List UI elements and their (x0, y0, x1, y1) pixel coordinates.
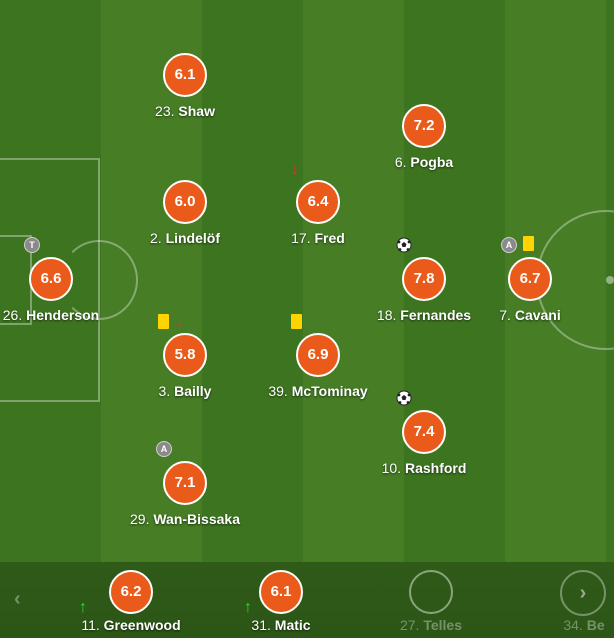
player-bailly[interactable]: 5.8 3. Bailly (115, 333, 255, 399)
bench-player-matic[interactable]: 6.1 31. Matic (211, 570, 351, 633)
sub-in-icon: ↑ (79, 599, 87, 616)
player-number: 18. (376, 307, 397, 323)
player-number: 34. (563, 617, 583, 633)
player-name: 6. Pogba (354, 154, 494, 170)
player-name: 27. Telles (361, 617, 501, 633)
bench-player-greenwood[interactable]: 6.2 11. Greenwood (61, 570, 201, 633)
captain-badge-icon: T (24, 237, 40, 253)
player-name: 39. McTominay (248, 383, 388, 399)
pitch: 6.1 23. Shaw 7.2 6. Pogba 6.0 2. Lindelö… (0, 0, 614, 562)
player-label: Fred (314, 230, 345, 246)
player-number: 39. (268, 383, 288, 399)
player-fred[interactable]: 6.4 17. Fred (248, 180, 388, 246)
player-name: 3. Bailly (115, 383, 255, 399)
player-number: 29. (130, 511, 150, 527)
rating-badge: 6.1 (163, 53, 207, 97)
prev-arrow-icon[interactable]: ‹ (14, 588, 21, 610)
yellow-card-icon (158, 314, 169, 329)
rating-placeholder (409, 570, 453, 614)
player-number: 26. (2, 307, 23, 323)
rating-badge: 6.4 (296, 180, 340, 224)
player-number: 31. (251, 617, 271, 633)
rating-badge: 6.6 (29, 257, 73, 301)
player-number: 10. (381, 460, 402, 476)
assist-badge-icon: A (501, 237, 517, 253)
substitutes-bench: ‹ ↑ 6.2 11. Greenwood ↑ 6.1 31. Matic 27… (0, 562, 614, 638)
player-name: 18. Fernandes (354, 307, 494, 323)
player-label: Be (586, 617, 605, 633)
assist-badge-icon: A (156, 441, 172, 457)
player-label: Pogba (410, 154, 454, 170)
player-label: Matic (274, 617, 311, 633)
rating-badge: 6.1 (259, 570, 303, 614)
player-label: Rashford (404, 460, 467, 476)
bench-player-be[interactable]: 34. Be (514, 570, 614, 633)
player-label: Greenwood (103, 617, 181, 633)
player-label: Shaw (178, 103, 215, 119)
sub-in-icon: ↑ (244, 599, 252, 616)
player-number: 2. (149, 230, 162, 246)
rating-badge: 6.2 (109, 570, 153, 614)
player-name: 26. Henderson (0, 307, 121, 323)
player-number: 7. (499, 307, 511, 323)
player-mctominay[interactable]: 6.9 39. McTominay (248, 333, 388, 399)
player-wan-bissaka[interactable]: 7.1 29. Wan-Bissaka (115, 461, 255, 527)
player-name: 31. Matic (211, 617, 351, 633)
player-name: 10. Rashford (354, 460, 494, 476)
rating-badge: 7.2 (402, 104, 446, 148)
rating-badge: 7.1 (163, 461, 207, 505)
player-name: 34. Be (514, 617, 614, 633)
yellow-card-icon (523, 236, 534, 251)
player-fernandes[interactable]: 7.8 18. Fernandes (354, 257, 494, 323)
bench-player-telles[interactable]: 27. Telles (361, 570, 501, 633)
next-arrow-icon[interactable]: › (560, 570, 606, 616)
player-label: Fernandes (400, 307, 472, 323)
yellow-card-icon (291, 314, 302, 329)
rating-badge: 6.9 (296, 333, 340, 377)
player-name: 29. Wan-Bissaka (115, 511, 255, 527)
goal-ball-icon (396, 390, 412, 406)
player-lindelof[interactable]: 6.0 2. Lindelöf (115, 180, 255, 246)
rating-badge: 6.0 (163, 180, 207, 224)
player-number: 23. (155, 103, 175, 119)
player-shaw[interactable]: 6.1 23. Shaw (115, 53, 255, 119)
player-label: McTominay (291, 383, 368, 399)
centre-spot (606, 276, 614, 284)
sub-out-icon: ↓ (176, 313, 184, 330)
rating-badge: 6.7 (508, 257, 552, 301)
goal-ball-icon (396, 237, 412, 253)
player-label: Telles (423, 617, 462, 633)
rating-badge: 5.8 (163, 333, 207, 377)
player-name: 23. Shaw (115, 103, 255, 119)
player-pogba[interactable]: 7.2 6. Pogba (354, 104, 494, 170)
player-label: Cavani (514, 307, 561, 323)
player-rashford[interactable]: 7.4 10. Rashford (354, 410, 494, 476)
player-henderson[interactable]: 6.6 26. Henderson (0, 257, 121, 323)
player-label: Henderson (26, 307, 100, 323)
player-label: Bailly (174, 383, 212, 399)
player-number: 17. (291, 230, 311, 246)
penalty-arc (60, 240, 138, 320)
player-label: Wan-Bissaka (153, 511, 240, 527)
player-name: 17. Fred (248, 230, 388, 246)
player-label: Lindelöf (165, 230, 220, 246)
player-number: 6. (394, 154, 407, 170)
rating-badge: 7.4 (402, 410, 446, 454)
player-cavani[interactable]: 6.7 7. Cavani (460, 257, 600, 323)
player-number: 3. (158, 383, 171, 399)
rating-badge: 7.8 (402, 257, 446, 301)
player-number: 27. (399, 617, 420, 633)
player-name: 11. Greenwood (61, 617, 201, 633)
player-name: 7. Cavani (460, 307, 600, 323)
player-number: 11. (81, 617, 100, 633)
player-name: 2. Lindelöf (115, 230, 255, 246)
sub-out-icon: ↓ (291, 161, 299, 178)
